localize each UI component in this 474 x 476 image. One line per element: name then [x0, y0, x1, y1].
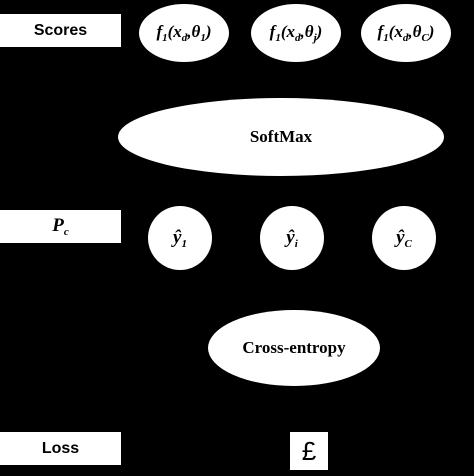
loss-symbol: £ — [301, 435, 317, 466]
score-node-1: f1(xd,θ1) — [139, 4, 229, 62]
softmax-node: SoftMax — [118, 98, 444, 176]
prob-node-c: ŷC — [372, 206, 436, 270]
score-node-c-text: f1(xd,θC) — [377, 22, 435, 44]
prob-node-1-text: ŷ1 — [173, 226, 187, 250]
scores-label-text: Scores — [33, 21, 88, 39]
prob-node-i-text: ŷi — [286, 226, 298, 250]
scores-label: Scores — [0, 14, 121, 47]
score-node-1-text: f1(xd,θ1) — [156, 22, 212, 44]
loss-label-text: Loss — [41, 439, 80, 457]
cross-entropy-node: Cross-entropy — [208, 310, 380, 386]
score-node-j-text: f1(xd,θj) — [269, 22, 323, 44]
loss-label: Loss — [0, 432, 121, 465]
prob-node-1: ŷ1 — [148, 206, 212, 270]
cross-entropy-text: Cross-entropy — [242, 338, 346, 357]
softmax-text: SoftMax — [249, 127, 313, 146]
pc-label-text: Pc — [52, 215, 69, 238]
score-node-c: f1(xd,θC) — [361, 4, 451, 62]
loss-symbol-box: £ — [290, 432, 328, 470]
prob-node-i: ŷi — [260, 206, 324, 270]
pc-label: Pc — [0, 210, 121, 243]
score-node-j: f1(xd,θj) — [251, 4, 341, 62]
prob-node-c-text: ŷC — [396, 226, 412, 250]
